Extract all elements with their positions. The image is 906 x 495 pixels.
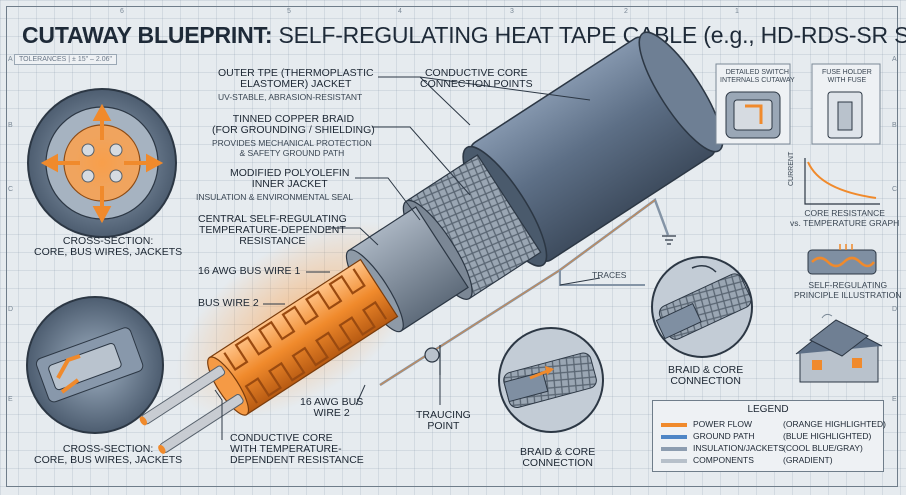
cross-section-top xyxy=(27,88,177,238)
braid-core-detail-2 xyxy=(651,256,753,358)
legend-row: POWER FLOW xyxy=(661,419,752,429)
grid-marker: 2 xyxy=(624,8,628,15)
outer-jacket xyxy=(139,31,724,454)
label-braid: TINNED COPPER BRAID(FOR GROUNDING / SHIE… xyxy=(212,113,375,136)
legend-row: INSULATION/JACKETS xyxy=(661,443,784,453)
legend-note: (ORANGE HIGHLIGHTED) xyxy=(783,419,886,429)
grid-marker: D xyxy=(8,306,14,313)
grid-marker: 3 xyxy=(510,8,514,15)
label-outer-jacket-sub: UV-STABLE, ABRASION-RESISTANT xyxy=(218,92,363,102)
grid-marker: 4 xyxy=(398,8,402,15)
legend-note: (BLUE HIGHLIGHTED) xyxy=(783,431,872,441)
title-bold: CUTAWAY BLUEPRINT: xyxy=(22,22,273,48)
legend-title: LEGEND xyxy=(747,404,789,415)
legend-note: (COOL BLUE/GRAY) xyxy=(783,443,863,453)
grid-marker: E xyxy=(892,396,897,403)
label-bus-wire-2: BUS WIRE 2 xyxy=(198,297,259,309)
braid-core-detail-1 xyxy=(498,327,604,433)
legend-note: (GRADIENT) xyxy=(783,455,833,465)
grid-marker: 6 xyxy=(120,8,124,15)
grid-marker: B xyxy=(892,122,897,129)
tolerances-box: TOLERANCES | ± 15" – 2.06" xyxy=(14,54,117,65)
label-cross-section-2: CROSS-SECTION:CORE, BUS WIRES, JACKETS xyxy=(34,443,183,466)
fuse-inset xyxy=(811,63,881,145)
grid-marker: E xyxy=(8,396,13,403)
grid-marker: 5 xyxy=(287,8,291,15)
sheet-border xyxy=(6,6,898,487)
resistance-graph xyxy=(804,158,880,205)
grid-marker: A xyxy=(8,56,13,63)
legend-swatch xyxy=(661,446,687,451)
grid-marker: 1 xyxy=(735,8,739,15)
grid-marker: A xyxy=(892,56,897,63)
label-traces: TRACES xyxy=(592,270,627,280)
switch-inset xyxy=(715,63,791,145)
cross-section-bottom xyxy=(26,296,164,434)
tracing-point-clamp xyxy=(424,347,440,363)
leader-lines xyxy=(214,76,601,440)
legend-row: GROUND PATH xyxy=(661,431,755,441)
title-rest: SELF-REGULATING HEAT TAPE CABLE (e.g., H… xyxy=(278,22,906,48)
label-braid-sub: PROVIDES MECHANICAL PROTECTION& SAFETY G… xyxy=(212,138,372,158)
page-title: CUTAWAY BLUEPRINT: SELF-REGULATING HEAT … xyxy=(22,22,906,49)
label-bus-wire-1: 16 AWG BUS WIRE 1 xyxy=(198,265,301,277)
grid-marker: C xyxy=(892,186,898,193)
legend-row: COMPONENTS xyxy=(661,455,754,465)
ground-symbol xyxy=(662,235,676,245)
label-cross-section-1: CROSS-SECTION:CORE, BUS WIRES, JACKETS xyxy=(34,235,183,258)
grid-marker: D xyxy=(892,306,898,313)
label-inner-jacket-sub: INSULATION & ENVIRONMENTAL SEAL xyxy=(196,192,354,202)
house-illustration xyxy=(795,313,883,383)
legend: LEGEND POWER FLOW (ORANGE HIGHLIGHTED) G… xyxy=(652,400,886,472)
principle-illustration xyxy=(807,244,877,275)
legend-swatch xyxy=(661,422,687,427)
grid-marker: C xyxy=(8,186,14,193)
legend-swatch xyxy=(661,434,687,439)
label-graph-ylabel: CURRENT xyxy=(788,151,795,186)
legend-swatch xyxy=(661,458,687,463)
grid-marker: B xyxy=(8,122,13,129)
